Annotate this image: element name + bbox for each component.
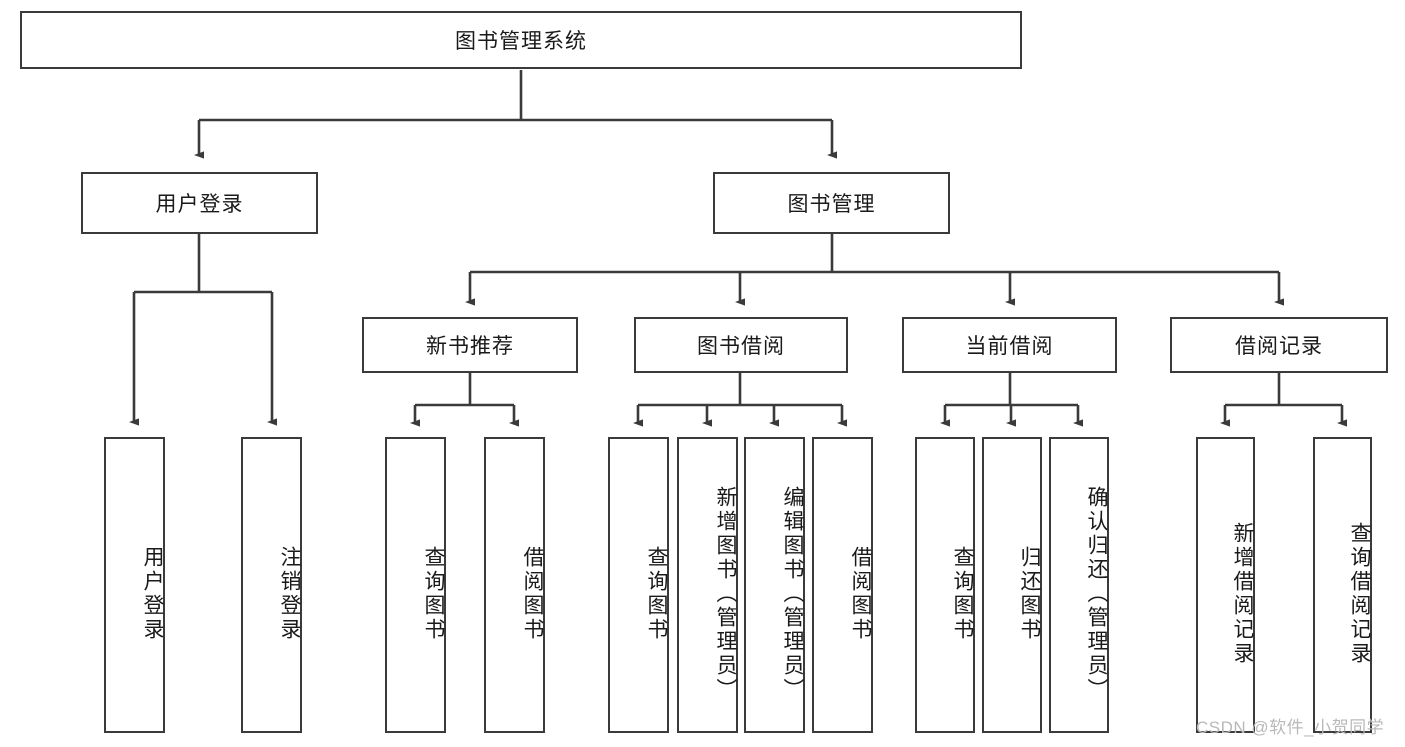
leaf-borrow-borrow-book[interactable]: 借阅图书 bbox=[812, 437, 873, 733]
node-label: 图书管理 bbox=[787, 193, 876, 216]
leaf-record-query-record[interactable]: 查询借阅记录 bbox=[1313, 437, 1372, 733]
node-label: 查询借阅记录 bbox=[1348, 522, 1371, 666]
node-label: 归还图书 bbox=[1018, 546, 1041, 642]
leaf-borrow-edit-book[interactable]: 编辑图书（管理员） bbox=[744, 437, 805, 733]
node-borrow-record[interactable]: 借阅记录 bbox=[1170, 317, 1388, 373]
node-label: 新增借阅记录 bbox=[1231, 522, 1254, 666]
csdn-watermark: CSDN @软件_小贺同学 bbox=[1196, 718, 1385, 737]
node-label: 当前借阅 bbox=[965, 335, 1054, 358]
node-label: 用户登录 bbox=[155, 193, 244, 216]
leaf-recommend-borrow-book[interactable]: 借阅图书 bbox=[484, 437, 545, 733]
node-current-borrow[interactable]: 当前借阅 bbox=[902, 317, 1117, 373]
node-label: 用户登录 bbox=[141, 546, 164, 642]
node-label: 图书管理系统 bbox=[455, 30, 587, 53]
leaf-user-login-signin[interactable]: 用户登录 bbox=[104, 437, 165, 733]
leaf-recommend-query-book[interactable]: 查询图书 bbox=[385, 437, 446, 733]
node-user-login[interactable]: 用户登录 bbox=[81, 172, 318, 234]
leaf-current-query-book[interactable]: 查询图书 bbox=[915, 437, 975, 733]
node-label: 注销登录 bbox=[278, 546, 301, 642]
node-root-system[interactable]: 图书管理系统 bbox=[20, 11, 1022, 69]
node-book-management[interactable]: 图书管理 bbox=[713, 172, 950, 234]
leaf-current-return-book[interactable]: 归还图书 bbox=[982, 437, 1042, 733]
node-label: 查询图书 bbox=[422, 546, 445, 642]
leaf-borrow-query-book[interactable]: 查询图书 bbox=[608, 437, 669, 733]
node-label: 新书推荐 bbox=[426, 335, 514, 358]
node-book-borrow[interactable]: 图书借阅 bbox=[634, 317, 848, 373]
node-label: 借阅图书 bbox=[849, 546, 872, 642]
node-label: 编辑图书（管理员） bbox=[781, 486, 804, 702]
leaf-user-login-signout[interactable]: 注销登录 bbox=[241, 437, 302, 733]
leaf-borrow-add-book[interactable]: 新增图书（管理员） bbox=[677, 437, 738, 733]
node-label: 查询图书 bbox=[951, 546, 974, 642]
node-label: 查询图书 bbox=[645, 546, 668, 642]
leaf-current-confirm-return[interactable]: 确认归还（管理员） bbox=[1049, 437, 1109, 733]
node-label: 新增图书（管理员） bbox=[714, 486, 737, 702]
leaf-record-add-record[interactable]: 新增借阅记录 bbox=[1196, 437, 1255, 733]
node-label: 借阅图书 bbox=[521, 546, 544, 642]
node-label: 图书借阅 bbox=[697, 335, 785, 358]
node-new-book-recommend[interactable]: 新书推荐 bbox=[362, 317, 578, 373]
node-label: 确认归还（管理员） bbox=[1085, 486, 1108, 702]
node-label: 借阅记录 bbox=[1235, 335, 1323, 358]
